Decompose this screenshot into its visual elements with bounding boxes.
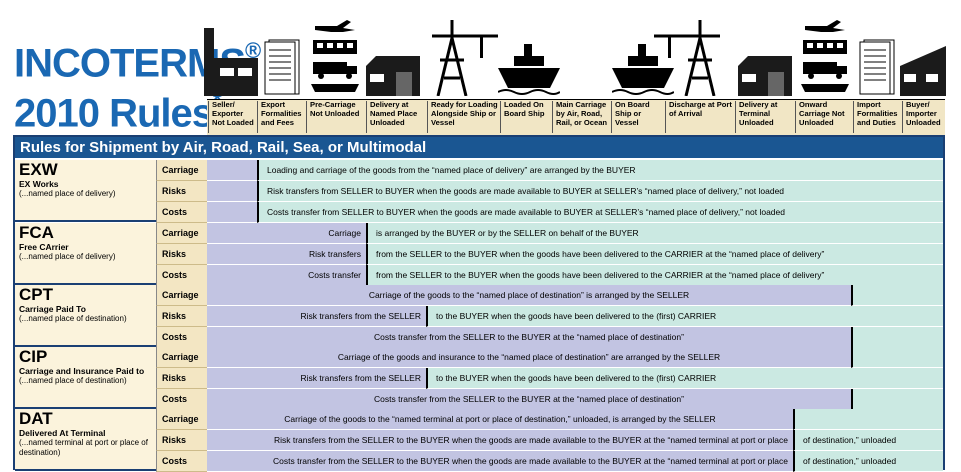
seller-carriage-band: Carriage of the goods to the “named term… <box>207 409 793 430</box>
document-icon <box>264 39 300 95</box>
seller-costs-band <box>207 202 257 223</box>
ship-icon <box>498 44 560 95</box>
train-truck-icon <box>311 20 359 92</box>
seller-costs-band: Costs transfer from the SELLER to the BU… <box>207 451 793 472</box>
seller-risks-band: Risk transfers from the SELLER <box>207 368 426 389</box>
seller-costs-band: Costs transfer <box>207 265 366 286</box>
term-description: (...named place of delivery) <box>19 189 116 198</box>
seller-costs-band: Costs transfer from the SELLER to the BU… <box>207 327 851 348</box>
stage-label: Main Carriage by Air, Road, Rail, or Oce… <box>552 100 611 133</box>
section-banner: Rules for Shipment by Air, Road, Rail, S… <box>15 137 943 158</box>
term-name: EX Works <box>19 179 59 189</box>
warehouse-icon <box>900 46 946 96</box>
buyer-carriage-band <box>851 285 943 306</box>
stage-label: Seller/ Exporter Not Loaded <box>208 100 257 133</box>
buyer-carriage-band: is arranged by the BUYER or by the SELLE… <box>366 223 943 244</box>
stage-label: Import Formalities and Duties <box>853 100 902 133</box>
term-name: Carriage Paid To <box>19 304 86 314</box>
seller-carriage-band: Carriage of the goods to the “named plac… <box>207 285 851 306</box>
seller-carriage-band: Carriage of the goods and insurance to t… <box>207 347 851 368</box>
seller-carriage-band <box>207 160 257 181</box>
term-description: (...named terminal at port or place of d… <box>19 438 148 457</box>
term-code: CIP <box>19 347 48 366</box>
registered-mark: ® <box>245 38 261 63</box>
warehouse-icon <box>738 56 792 96</box>
row-label-risks: Risks <box>156 181 207 202</box>
crane-icon <box>432 20 498 96</box>
buyer-costs-band: Costs transfer from SELLER to BUYER when… <box>257 202 943 223</box>
buyer-costs-band: from the SELLER to the BUYER when the go… <box>366 265 943 286</box>
row-label-costs: Costs <box>156 202 207 223</box>
buyer-risks-band: to the BUYER when the goods have been de… <box>426 368 943 389</box>
buyer-costs-band <box>851 327 943 348</box>
stage-label: Buyer/ Importer Unloaded <box>902 100 945 133</box>
buyer-carriage-band <box>851 347 943 368</box>
buyer-risks-band: of destination,” unloaded <box>793 430 943 451</box>
buyer-costs-band: of destination,” unloaded <box>793 451 943 472</box>
ship-icon <box>612 44 674 95</box>
row-label-carriage: Carriage <box>156 160 207 181</box>
factory-icon <box>204 28 258 96</box>
stage-label: Onward Carriage Not Unloaded <box>795 100 853 133</box>
stage-label: Delivery at Terminal Unloaded <box>735 100 795 133</box>
title-line2: 2010 Rules <box>14 91 214 136</box>
seller-risks-band: Risk transfers from the SELLER to the BU… <box>207 430 793 451</box>
seller-risks-band: Risk transfers from the SELLER <box>207 306 426 327</box>
row-label-costs: Costs <box>156 451 207 472</box>
row-label-costs: Costs <box>156 327 207 348</box>
buyer-carriage-band: Loading and carriage of the goods from t… <box>257 160 943 181</box>
term-code: EXW <box>19 160 58 179</box>
term-description: (...named place of delivery) <box>19 252 116 261</box>
crane-icon <box>654 20 720 96</box>
term-name: Carriage and Insurance Paid to <box>19 366 145 376</box>
seller-risks-band <box>207 181 257 202</box>
term-description: (...named place of destination) <box>19 314 127 323</box>
row-label-costs: Costs <box>156 389 207 410</box>
warehouse-icon <box>366 56 420 96</box>
row-label-carriage: Carriage <box>156 347 207 368</box>
stage-label: Export Formalities and Fees <box>257 100 306 133</box>
stage-label: Loaded On Board Ship <box>500 100 552 133</box>
stage-label: Pre-Carriage Not Unloaded <box>306 100 366 133</box>
stage-label: Discharge at Port of Arrival <box>665 100 735 133</box>
term-name: Free CArrier <box>19 242 69 252</box>
buyer-risks-band: Risk transfers from SELLER to BUYER when… <box>257 181 943 202</box>
buyer-risks-band: to the BUYER when the goods have been de… <box>426 306 943 327</box>
seller-carriage-band: Carriage <box>207 223 366 244</box>
stage-label: On Board Ship or Vessel <box>611 100 665 133</box>
buyer-carriage-band <box>793 409 943 430</box>
train-truck-icon <box>801 20 849 92</box>
row-label-carriage: Carriage <box>156 285 207 306</box>
term-code: DAT <box>19 409 53 428</box>
buyer-costs-band <box>851 389 943 410</box>
stage-header-bar <box>207 99 945 135</box>
row-label-risks: Risks <box>156 368 207 389</box>
document-icon <box>859 39 895 95</box>
row-label-carriage: Carriage <box>156 409 207 430</box>
row-label-costs: Costs <box>156 265 207 286</box>
buyer-risks-band: from the SELLER to the BUYER when the go… <box>366 244 943 265</box>
seller-risks-band: Risk transfers <box>207 244 366 265</box>
stage-label: Ready for Loading Alongside Ship or Vess… <box>427 100 500 133</box>
row-label-risks: Risks <box>156 306 207 327</box>
term-description: (...named place of destination) <box>19 376 127 385</box>
row-label-risks: Risks <box>156 244 207 265</box>
seller-costs-band: Costs transfer from the SELLER to the BU… <box>207 389 851 410</box>
term-code: CPT <box>19 285 53 304</box>
term-name: Delivered At Terminal <box>19 428 106 438</box>
row-label-risks: Risks <box>156 430 207 451</box>
row-label-carriage: Carriage <box>156 223 207 244</box>
term-code: FCA <box>19 223 54 242</box>
stage-label: Delivery at Named Place Unloaded <box>366 100 427 133</box>
